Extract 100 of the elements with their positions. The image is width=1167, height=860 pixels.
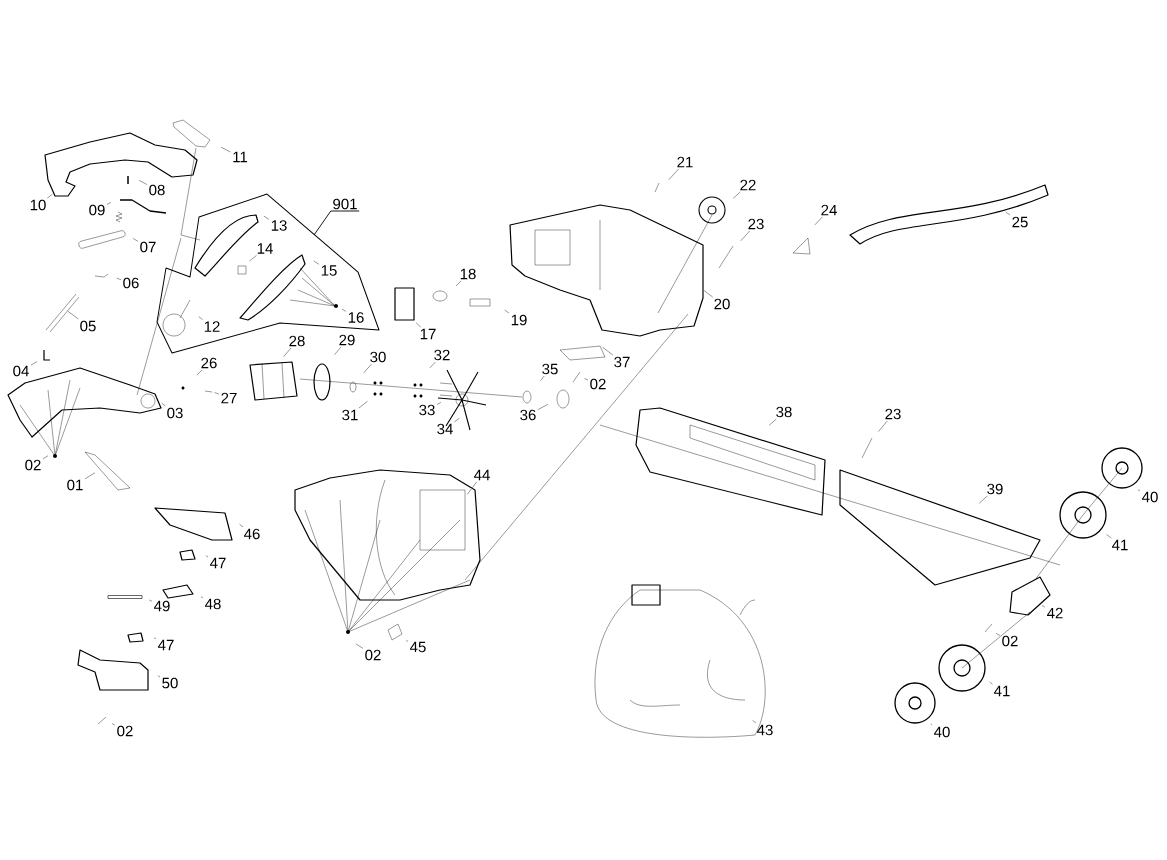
callout-number: 35 bbox=[542, 363, 558, 375]
callout-number: 07 bbox=[140, 241, 156, 253]
leader-line bbox=[602, 346, 614, 356]
leader-line bbox=[334, 346, 342, 356]
leader-line bbox=[358, 400, 368, 409]
callout-number: 23 bbox=[885, 408, 901, 420]
leader-line bbox=[111, 723, 116, 726]
callout-number: 50 bbox=[162, 677, 178, 689]
leader-line bbox=[584, 378, 589, 381]
callout-number: 28 bbox=[289, 335, 305, 347]
callout-number: 03 bbox=[167, 407, 183, 419]
callout-number: 37 bbox=[614, 356, 630, 368]
callout-number: 23 bbox=[748, 218, 764, 230]
callout-number: 26 bbox=[201, 357, 217, 369]
callout-number: 08 bbox=[149, 184, 165, 196]
leader-line bbox=[138, 179, 148, 185]
callout-number: 46 bbox=[244, 528, 260, 540]
leader-line bbox=[1005, 211, 1011, 216]
leader-line bbox=[161, 402, 166, 407]
callout-number: 36 bbox=[520, 409, 536, 421]
leader-line bbox=[363, 363, 373, 374]
callout-number: 05 bbox=[80, 320, 96, 332]
callout-number: 49 bbox=[154, 600, 170, 612]
leader-line bbox=[153, 637, 157, 640]
callout-number: 21 bbox=[677, 156, 693, 168]
leader-line bbox=[436, 401, 442, 405]
leader-line bbox=[504, 309, 510, 314]
leader-line bbox=[200, 596, 204, 599]
leader-line bbox=[239, 523, 244, 528]
callout-number: 43 bbox=[757, 724, 773, 736]
callout-number: 38 bbox=[776, 406, 792, 418]
leader-line bbox=[814, 216, 823, 226]
callout-number: 33 bbox=[419, 404, 435, 416]
leader-line bbox=[341, 308, 347, 312]
callout-number: 34 bbox=[437, 423, 453, 435]
leader-line bbox=[768, 418, 777, 426]
leader-line bbox=[455, 280, 462, 287]
callout-number: 14 bbox=[257, 243, 273, 254]
callout-number: 40 bbox=[934, 726, 950, 738]
leader-line bbox=[537, 403, 549, 411]
callout-number: 09 bbox=[89, 204, 105, 216]
callout-number: 47 bbox=[210, 557, 226, 569]
callout-number: 31 bbox=[342, 409, 358, 421]
callout-number: 41 bbox=[1112, 539, 1128, 551]
leader-line bbox=[30, 361, 38, 366]
leader-line bbox=[405, 639, 409, 642]
callout-number: 19 bbox=[511, 314, 527, 326]
callout-number: 41 bbox=[994, 685, 1010, 697]
leader-line bbox=[1041, 605, 1046, 608]
callout-number: 25 bbox=[1012, 216, 1028, 228]
leader-line bbox=[67, 310, 79, 320]
leader-line bbox=[220, 146, 231, 153]
callout-number: 29 bbox=[339, 334, 355, 346]
leader-line bbox=[249, 254, 257, 262]
callout-number: 40 bbox=[1142, 491, 1158, 503]
callout-number: 13 bbox=[271, 220, 287, 231]
leader-line bbox=[429, 361, 436, 369]
leader-line bbox=[46, 193, 53, 199]
callout-number: 16 bbox=[348, 312, 364, 323]
callout-number: 02 bbox=[25, 459, 41, 471]
leader-line bbox=[1137, 489, 1141, 492]
leader-line bbox=[978, 495, 988, 504]
leader-line bbox=[732, 191, 741, 199]
leader-line bbox=[196, 369, 203, 376]
callout-number: 10 bbox=[30, 199, 46, 211]
leader-line bbox=[752, 719, 757, 724]
callout-number: 45 bbox=[410, 641, 426, 653]
callout-number: 11 bbox=[233, 151, 248, 163]
leader-line bbox=[116, 277, 122, 281]
callout-number: 47 bbox=[158, 639, 174, 651]
callout-number: 17 bbox=[420, 328, 436, 340]
callout-number: 02 bbox=[1002, 635, 1018, 647]
leader-line bbox=[132, 238, 139, 242]
callout-number: 02 bbox=[365, 649, 381, 661]
leader-line bbox=[740, 230, 751, 242]
leader-line bbox=[263, 215, 270, 220]
callout-number: 48 bbox=[205, 598, 221, 610]
leader-line bbox=[214, 392, 220, 395]
callout-number: 22 bbox=[740, 179, 756, 191]
leader-line bbox=[106, 201, 112, 205]
callout-number: 18 bbox=[460, 268, 476, 280]
leader-line bbox=[995, 632, 1001, 636]
callout-number: 901 bbox=[333, 198, 357, 210]
leader-line bbox=[355, 643, 364, 649]
leader-line bbox=[313, 260, 320, 265]
callout-number: 02 bbox=[117, 725, 133, 737]
callout-number: 42 bbox=[1047, 607, 1063, 619]
leader-line bbox=[1106, 533, 1112, 539]
leader-line bbox=[283, 347, 292, 358]
callout-number: 27 bbox=[221, 392, 237, 404]
callout-number: 12 bbox=[204, 321, 220, 332]
leader-line bbox=[466, 481, 478, 495]
leader-line bbox=[157, 675, 161, 678]
leader-line bbox=[198, 316, 204, 320]
callout-number: 44 bbox=[474, 469, 490, 481]
callout-number: 01 bbox=[67, 479, 83, 491]
leader-line bbox=[453, 417, 460, 423]
leader-line bbox=[989, 681, 993, 685]
leader-line bbox=[540, 375, 545, 382]
callout-number: 32 bbox=[434, 349, 450, 361]
